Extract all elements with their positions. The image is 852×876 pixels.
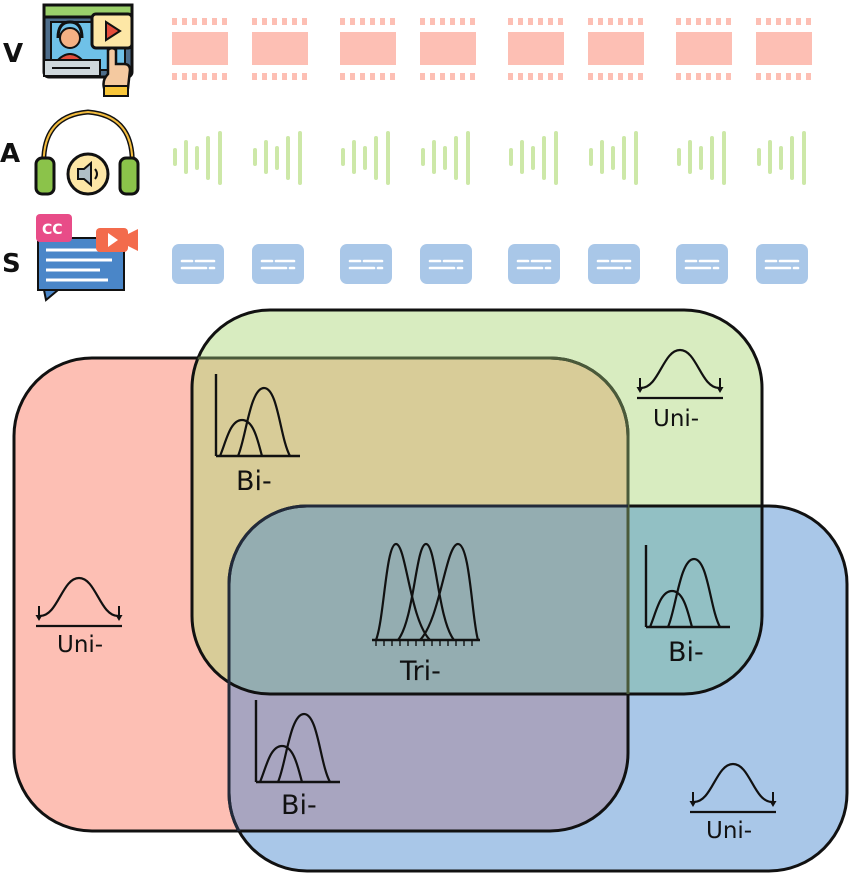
subtitle-card-icon <box>340 244 392 284</box>
audio-wave-icon <box>421 131 470 185</box>
film-frame-icon <box>588 18 644 80</box>
tri-label: Tri- <box>399 656 441 687</box>
red-blue-bi-label: Bi- <box>281 790 317 821</box>
audio-token-row <box>173 131 806 185</box>
audio-wave-icon <box>341 131 390 185</box>
subtitle-token-row <box>172 244 808 284</box>
film-frame-icon <box>252 18 308 80</box>
subtitle-card-icon <box>252 244 304 284</box>
film-frame-icon <box>508 18 564 80</box>
subtitle-card-icon <box>172 244 224 284</box>
svg-text:CC: CC <box>42 222 63 238</box>
modality-letter-a: A <box>0 139 20 169</box>
video-presenter-icon <box>42 3 134 97</box>
subtitle-cc-icon: CC <box>36 214 138 302</box>
audio-wave-icon <box>173 131 222 185</box>
modality-letter-s: S <box>2 249 21 279</box>
subtitle-card-icon <box>756 244 808 284</box>
red-green-bi-label: Bi- <box>236 466 272 497</box>
subtitle-card-icon <box>508 244 560 284</box>
film-frame-icon <box>172 18 228 80</box>
green-blue-bi-label: Bi- <box>668 637 704 668</box>
venn-outline-green <box>190 308 764 696</box>
video-token-row <box>172 18 812 80</box>
film-frame-icon <box>420 18 476 80</box>
audio-wave-icon <box>677 131 726 185</box>
blue-uni-label: Uni- <box>706 818 752 844</box>
audio-wave-icon <box>509 131 558 185</box>
subtitle-card-icon <box>588 244 640 284</box>
modality-letter-v: V <box>3 39 23 69</box>
headphones-speaker-icon <box>34 109 140 196</box>
film-frame-icon <box>756 18 812 80</box>
film-frame-icon <box>676 18 732 80</box>
film-frame-icon <box>340 18 396 80</box>
audio-wave-icon <box>589 131 638 185</box>
green-uni-label: Uni- <box>653 406 699 432</box>
audio-wave-icon <box>253 131 302 185</box>
audio-wave-icon <box>757 131 806 185</box>
red-uni-label: Uni- <box>57 632 103 658</box>
subtitle-card-icon <box>676 244 728 284</box>
subtitle-card-icon <box>420 244 472 284</box>
